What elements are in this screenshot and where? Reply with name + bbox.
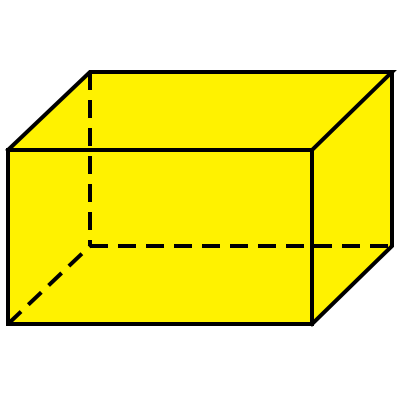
top-face	[8, 72, 392, 150]
hidden-edges	[6, 72, 392, 326]
right-face	[312, 72, 392, 324]
hidden-edge-left-depth	[6, 244, 92, 326]
prism-faces	[8, 72, 392, 324]
right-back-edges	[309, 70, 394, 327]
front-face	[8, 150, 312, 324]
visible-edges	[5, 70, 397, 327]
top-back-edges	[5, 70, 397, 153]
